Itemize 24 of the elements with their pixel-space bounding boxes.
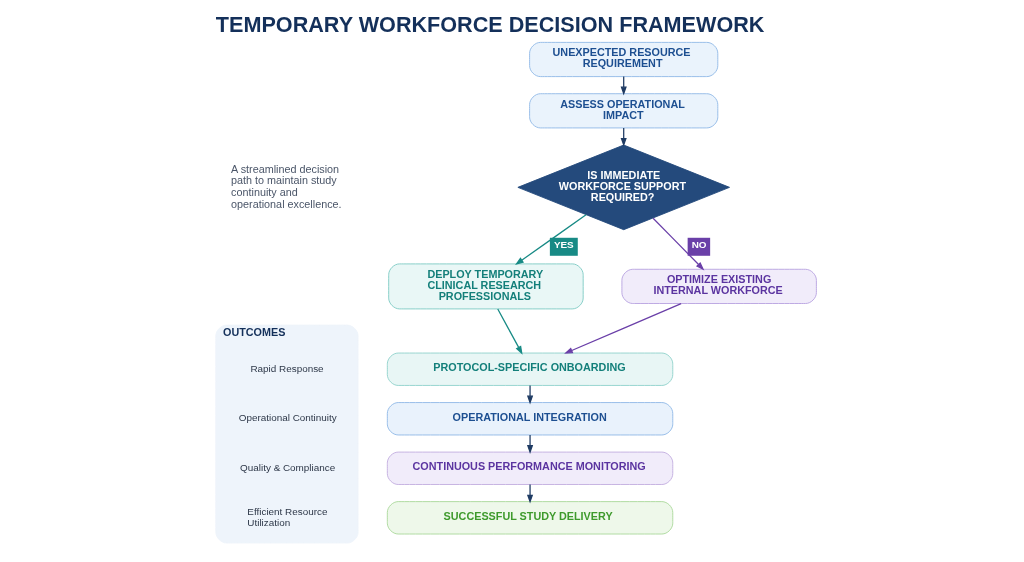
node-box: SUCCESSFUL STUDY DELIVERY [386,501,673,535]
arrow [652,217,704,271]
node-box: OPTIMIZE EXISTING INTERNAL WORKFORCE [620,268,817,304]
arrow [526,483,533,504]
legend-label: Rapid Response [249,362,324,374]
label: A streamlined decision path to maintain study continuity and operational excellence. [230,162,342,210]
node-diamond: IS IMMEDIATE WORKFORCE SUPPORT REQUIRED? [516,144,730,231]
node-box: DEPLOY TEMPORARY CLINICAL RESEARCH PROFESSIONALS [387,263,584,310]
arrow [563,302,682,354]
legend-label: Quality & Compliance [239,461,335,473]
arrow [526,384,533,405]
edge-label: NO [691,239,707,251]
edge-label: YES [553,239,574,251]
node-box: OPERATIONAL INTEGRATION [386,402,673,436]
arrow [526,434,533,454]
arrow [514,214,587,265]
node-box: ASSESS OPERATIONAL IMPACT [528,93,718,129]
node-box: PROTOCOL-SPECIFIC ONBOARDING [386,352,673,386]
arrow [496,308,523,355]
diagram-title: TEMPORARY WORKFORCE DECISION FRAMEWORK [215,11,764,37]
node-box: UNEXPECTED RESOURCE REQUIREMENT [528,41,718,78]
node-box: CONTINUOUS PERFORMANCE MONITORING [386,451,673,485]
legend-label: Efficient Resource Utilization [246,505,327,528]
legend-label: Operational Continuity [238,412,337,424]
